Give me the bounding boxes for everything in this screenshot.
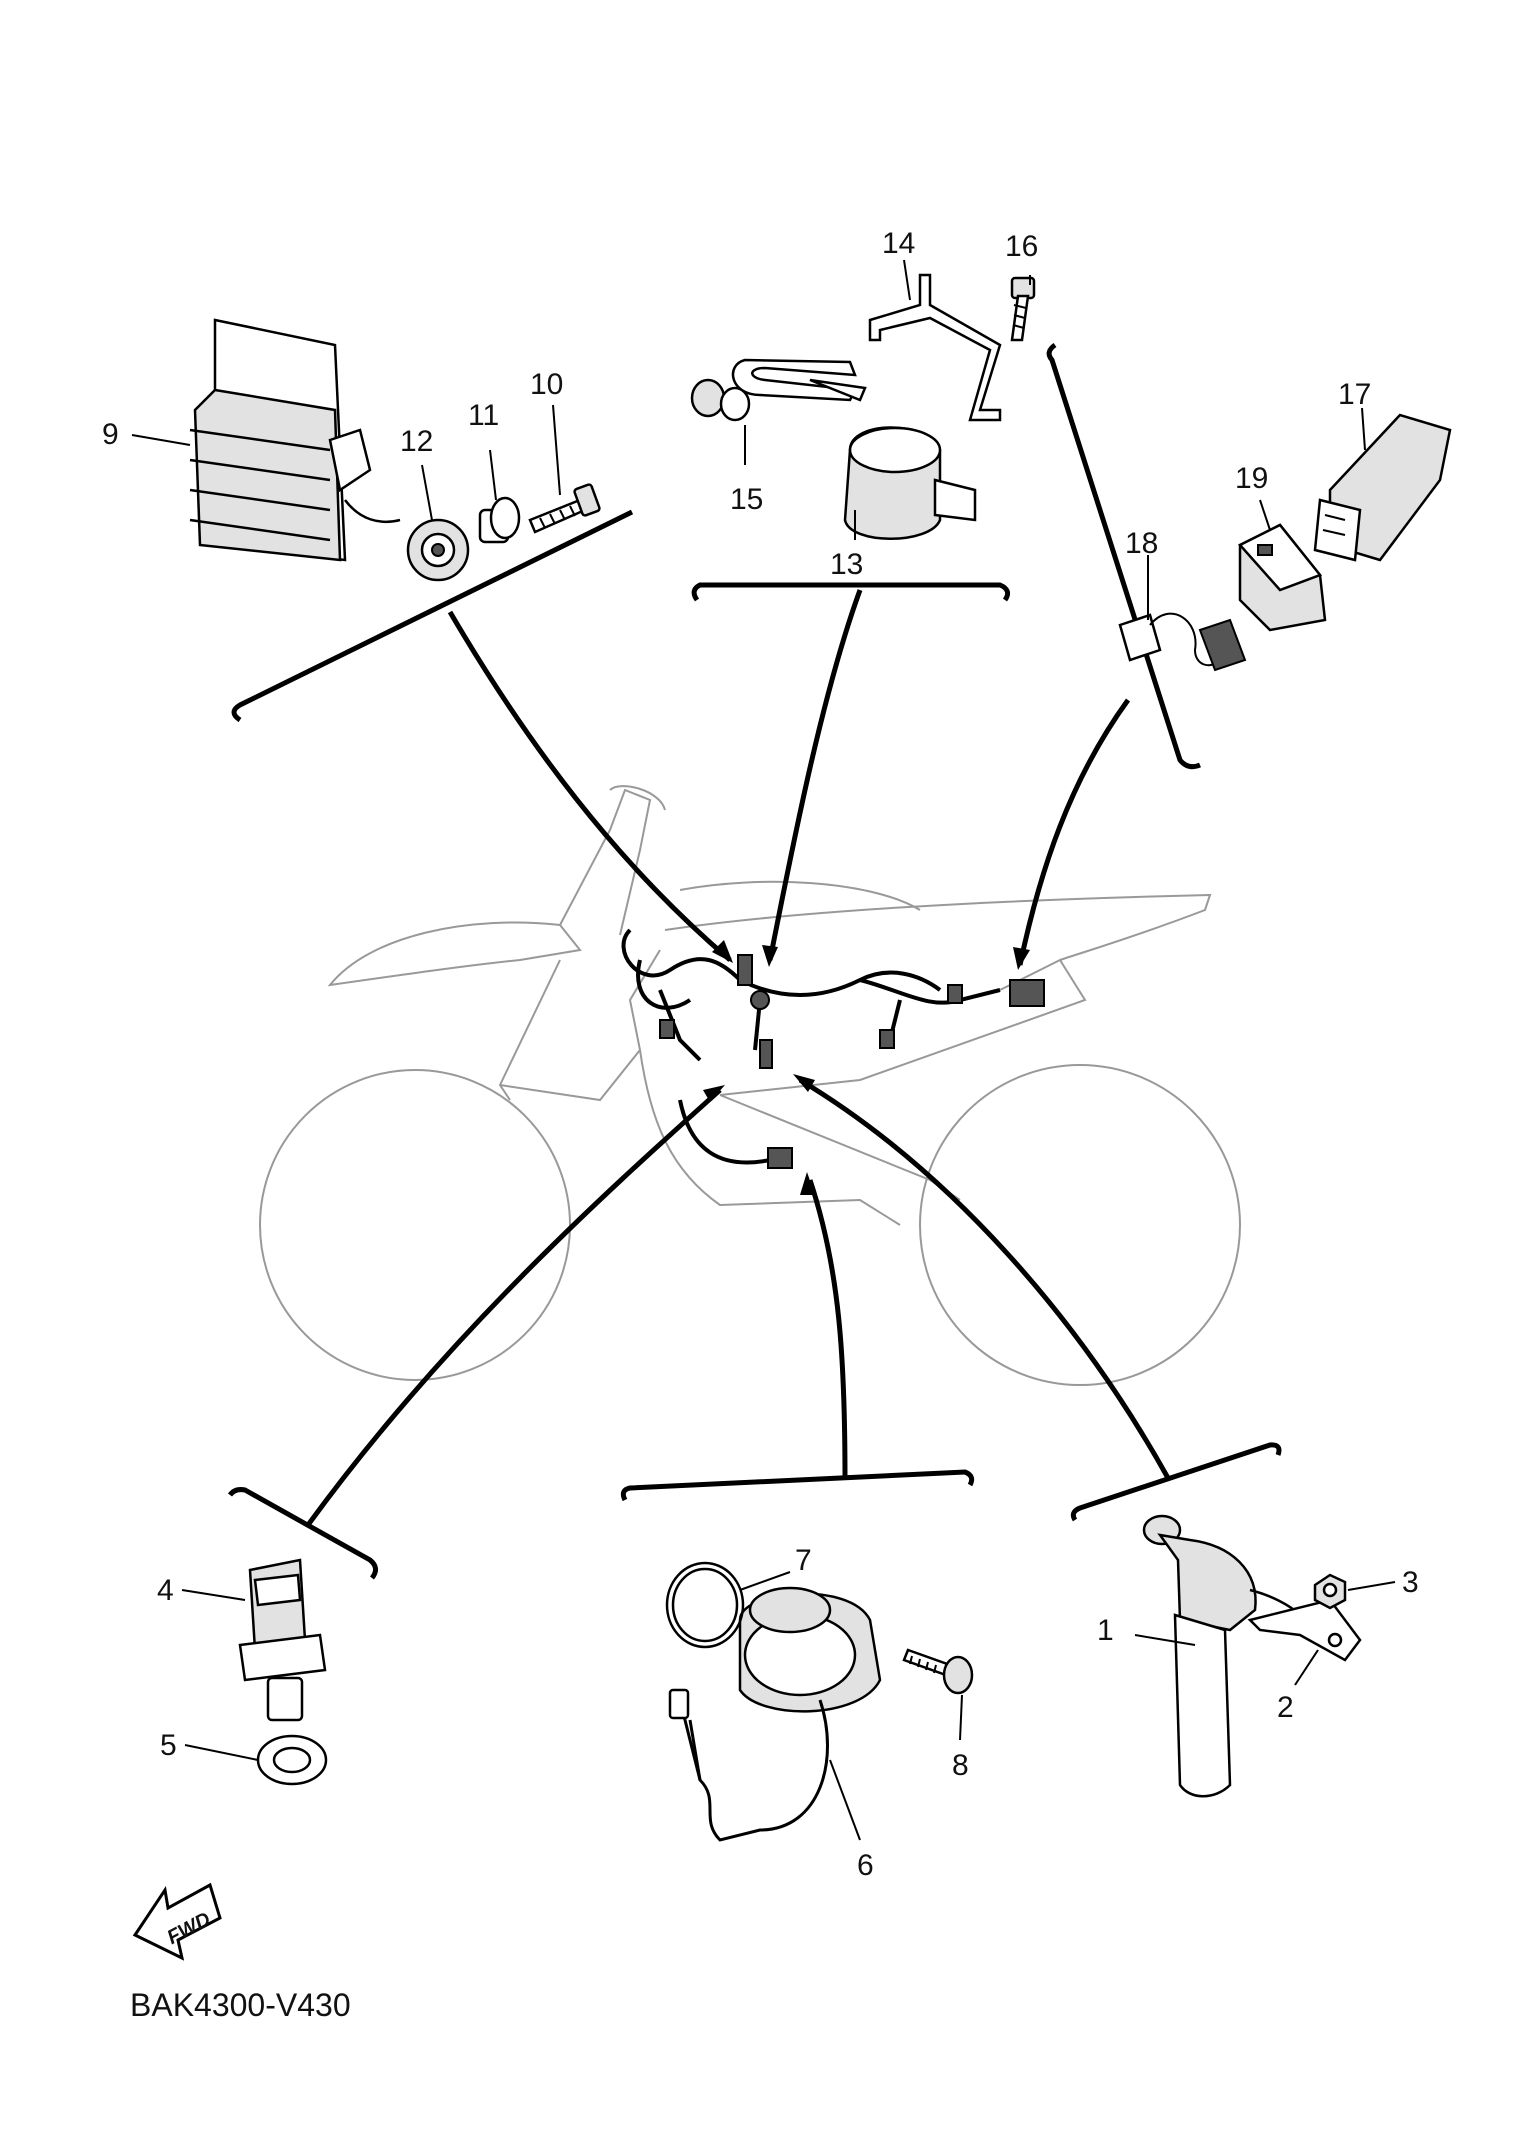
callout-11: 11 (468, 399, 499, 432)
o-ring-7-part (665, 1561, 745, 1649)
callout-17: 17 (1338, 378, 1371, 411)
callout-1: 1 (1097, 1614, 1114, 1647)
bracket-14-part (868, 273, 1002, 422)
connector-18-part (1118, 612, 1247, 672)
group-brackets (227, 342, 1282, 1580)
washer-5-part (256, 1734, 328, 1786)
callout-10: 10 (530, 368, 563, 401)
callout-13: 13 (830, 548, 863, 581)
bolt-8-part (902, 1648, 974, 1695)
callout-15: 15 (730, 483, 763, 516)
sensor-6-part (668, 1586, 882, 1842)
nut-3-part (1313, 1573, 1347, 1610)
group-leader-lines (305, 589, 1171, 1527)
callout-19: 19 (1235, 462, 1268, 495)
pipe-1-part (1142, 1514, 1301, 1798)
callout-14: 14 (882, 227, 915, 260)
callout-8: 8 (952, 1749, 969, 1782)
callout-leaders (131, 259, 1396, 1841)
wire-harness (621, 928, 1045, 1169)
diagram-code: BAK4300-V430 (130, 1987, 351, 2023)
callout-3: 3 (1402, 1566, 1419, 1599)
relay-17-part (1313, 413, 1452, 562)
grommet-12-part (406, 518, 470, 582)
callout-7: 7 (795, 1544, 812, 1577)
fwd-arrow-icon: FWD (132, 1882, 222, 1961)
callout-16: 16 (1005, 230, 1038, 263)
callout-9: 9 (102, 418, 119, 451)
clamp-2-part (1247, 1598, 1362, 1662)
callout-18: 18 (1125, 527, 1158, 560)
collar-11-part (478, 496, 521, 544)
motorcycle-outline (259, 785, 1241, 1386)
callout-5: 5 (160, 1729, 177, 1762)
ecu-part (189, 318, 401, 562)
bolt-16-part (1010, 276, 1036, 342)
bolt-10-part (528, 483, 601, 534)
callout-4: 4 (157, 1574, 174, 1607)
ignition-coil-part (690, 358, 977, 540)
callout-2: 2 (1277, 1691, 1294, 1724)
temp-sensor-part (238, 1558, 327, 1722)
callout-6: 6 (857, 1849, 874, 1882)
module-19-part (1237, 523, 1327, 632)
callout-12: 12 (400, 425, 433, 458)
